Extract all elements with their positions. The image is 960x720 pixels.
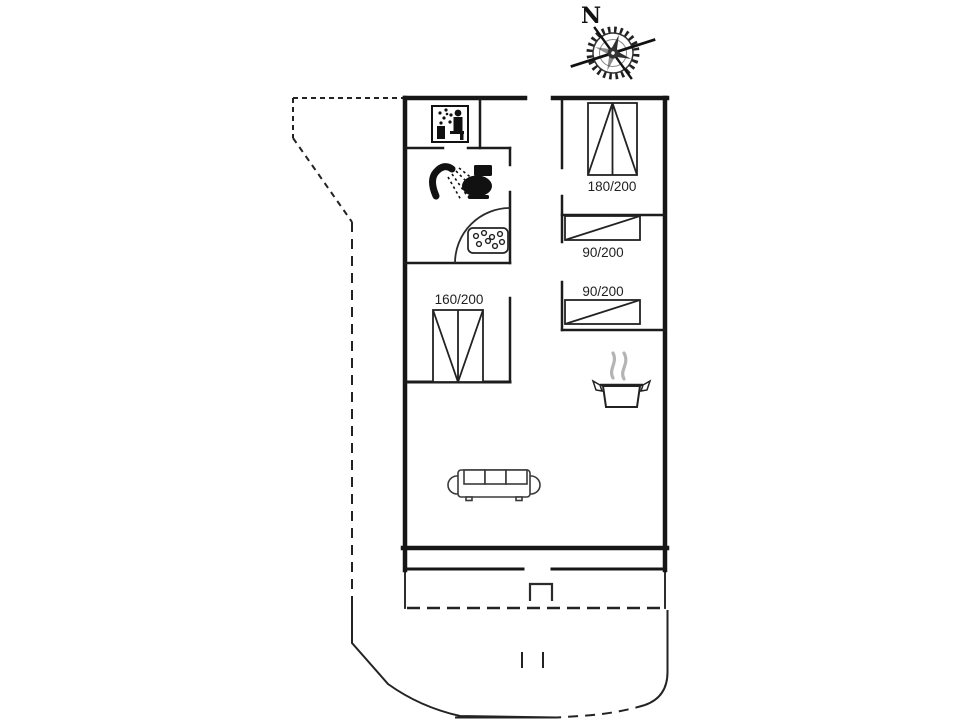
stove-pot-icon [591,351,652,408]
terrace-door [528,582,554,601]
property-boundary [292,97,558,719]
compass-north-label: N [581,3,601,29]
double-bed-180 [587,102,638,176]
shower-tray-icon [467,227,509,254]
terrace-step-marks [521,652,544,668]
single-bed-90-upper [564,215,641,241]
toilet-icon [462,165,492,199]
exterior-walls [400,95,670,609]
bed-size-label-180-200: 180/200 [588,179,637,194]
single-bed-90-lower [564,299,641,325]
sauna-icon [431,105,469,143]
bathroom-door-arc [454,207,511,264]
bed-size-label-160-200: 160/200 [435,292,484,307]
double-bed-160 [432,309,484,383]
sofa-icon [447,469,541,502]
terrace-outline [407,606,669,719]
bed-size-label-90-200-upper: 90/200 [582,245,623,260]
bed-size-label-90-200-lower: 90/200 [582,284,623,299]
steam-icon [609,351,628,381]
